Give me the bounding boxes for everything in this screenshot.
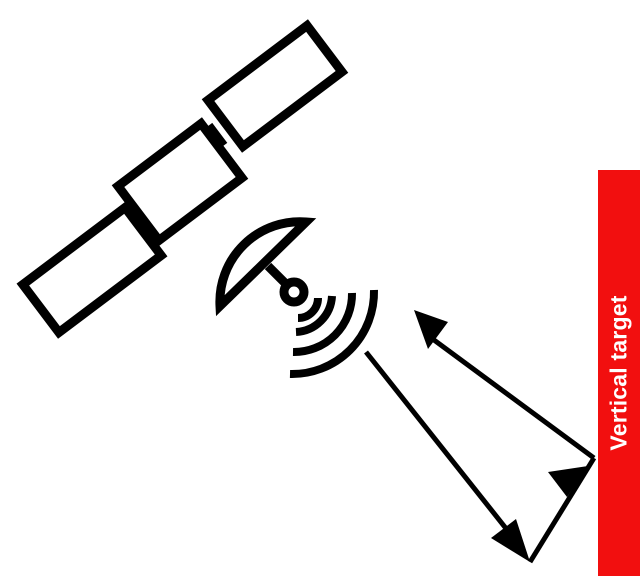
antenna-dish — [215, 217, 317, 317]
signal-wave-1 — [297, 297, 322, 322]
target-baseline — [527, 456, 597, 564]
lower-solar-panel — [16, 201, 168, 339]
antenna-stem — [264, 262, 290, 288]
satellite-icon — [16, 19, 349, 339]
vertical-target-bar — [598, 170, 640, 576]
antenna-node — [279, 277, 309, 307]
signal-wave-2 — [295, 295, 336, 336]
outgoing-beam — [364, 350, 514, 538]
target-arrowhead — [548, 466, 588, 497]
signal-waves-icon — [289, 289, 379, 379]
upper-solar-panel — [201, 19, 349, 153]
vertical-target-label: Vertical target — [605, 295, 632, 451]
satellite-body — [111, 117, 249, 247]
double-arrow-icon — [364, 310, 597, 564]
outgoing-arrowhead — [491, 519, 530, 562]
signal-wave-3 — [292, 292, 357, 357]
returning-beam — [432, 337, 596, 461]
signal-wave-4 — [289, 289, 379, 379]
returning-arrowhead — [414, 310, 448, 349]
